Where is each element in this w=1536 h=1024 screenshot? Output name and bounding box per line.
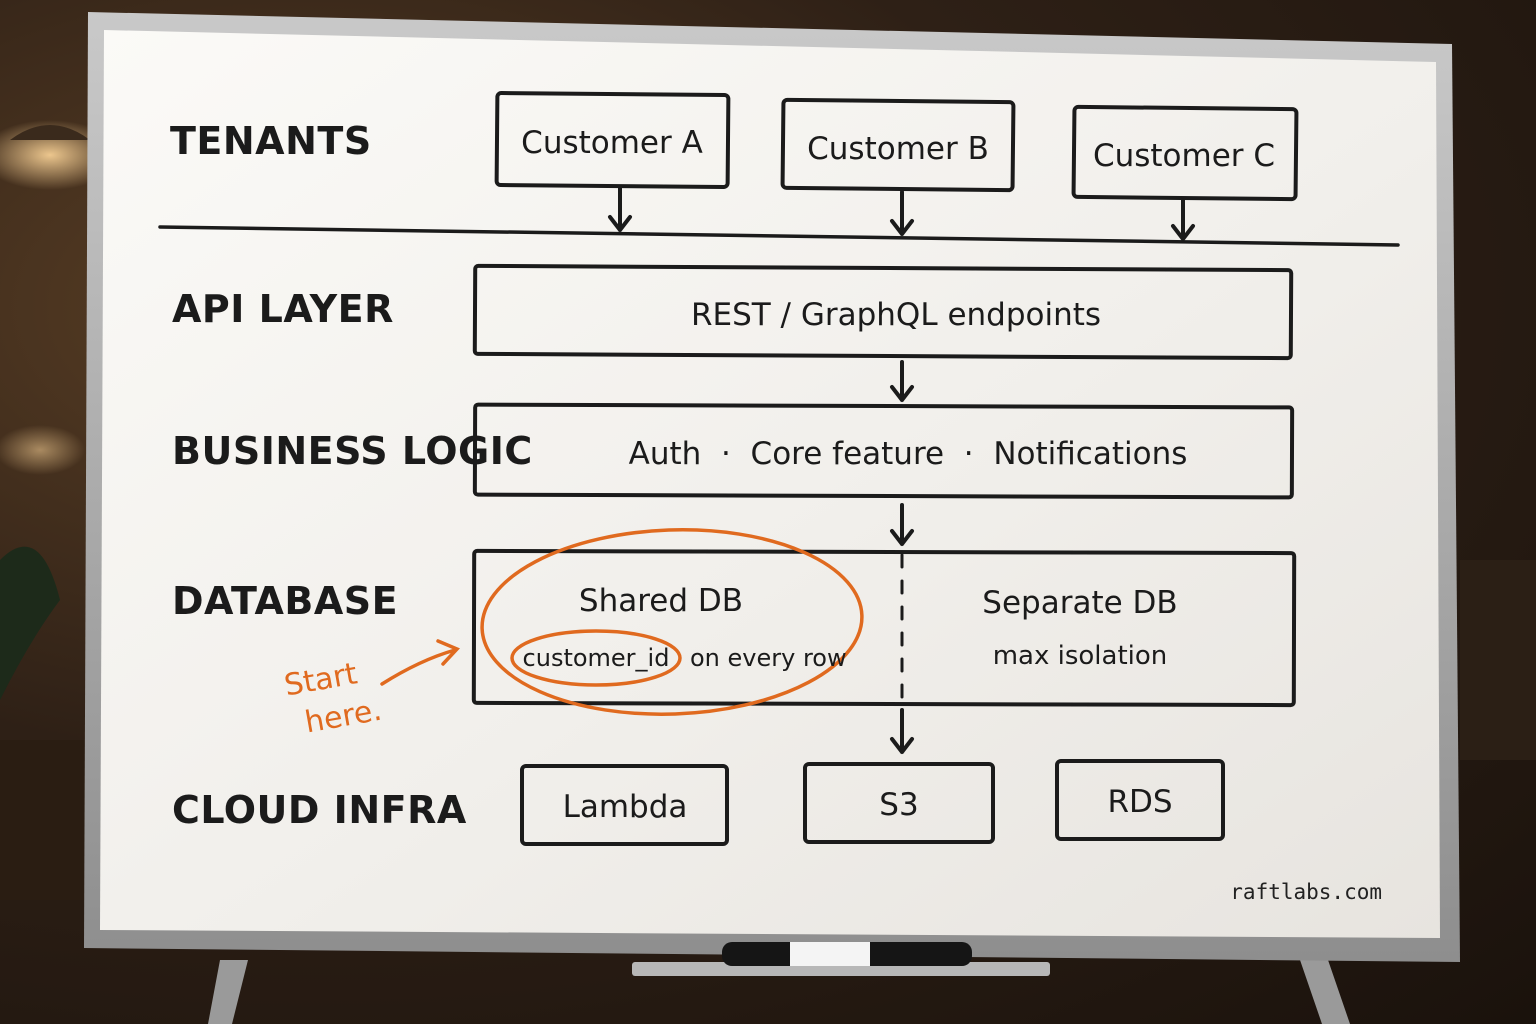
lamp-glow-2 (0, 425, 85, 475)
tenant-box-c (1071, 104, 1299, 202)
label-cloud-infra: CLOUD INFRA (172, 788, 467, 832)
cloud-box-s3 (803, 762, 995, 844)
start-here-arrow (380, 639, 460, 686)
cloud-box-rds (1055, 759, 1225, 841)
label-business-logic: BUSINESS LOGIC (172, 429, 533, 473)
cloud-s3-label: S3 (879, 787, 918, 823)
api-box (472, 263, 1294, 361)
plant (0, 546, 60, 700)
tenant-a-label: Customer A (521, 125, 703, 161)
tenant-arrows (608, 185, 1195, 241)
tenant-divider-line (158, 225, 1400, 247)
footer-url: raftlabs.com (1230, 880, 1382, 904)
shelf (1460, 560, 1536, 760)
business-box (472, 402, 1295, 500)
arrow-database-to-cloud (890, 708, 914, 754)
shared-db-title: Shared DB (579, 583, 743, 619)
tenant-box-b (780, 97, 1016, 193)
cloud-box-lambda (520, 764, 729, 846)
separate-db-title: Separate DB (982, 585, 1177, 621)
cloud-lambda-label: Lambda (563, 789, 688, 825)
arrow-business-to-database (890, 503, 914, 546)
business-box-label: Auth · Core feature · Notifications (629, 436, 1188, 472)
stand-leg-right (1300, 960, 1350, 1024)
database-box (471, 548, 1297, 708)
label-database: DATABASE (172, 579, 398, 623)
separate-db-sub: max isolation (993, 641, 1168, 671)
label-api-layer: API LAYER (172, 287, 394, 331)
background (0, 120, 1536, 900)
stand-leg-left (208, 960, 248, 1024)
shared-db-rest: on every row (690, 644, 847, 672)
lamp-shade (10, 125, 90, 140)
arrow-api-to-business (890, 360, 914, 402)
label-tenants: TENANTS (170, 119, 372, 163)
tenant-b-label: Customer B (807, 131, 989, 167)
tenant-box-a (494, 91, 731, 189)
shared-db-key: customer_id (523, 644, 670, 672)
tenant-c-label: Customer C (1093, 138, 1275, 174)
marker-cap-band (790, 942, 870, 966)
shared-db-circle (480, 528, 864, 716)
api-box-label: REST / GraphQL endpoints (691, 297, 1101, 333)
board-surface (100, 30, 1440, 938)
desk (0, 740, 90, 900)
customer-id-circle (510, 629, 682, 687)
cloud-rds-label: RDS (1107, 784, 1172, 820)
